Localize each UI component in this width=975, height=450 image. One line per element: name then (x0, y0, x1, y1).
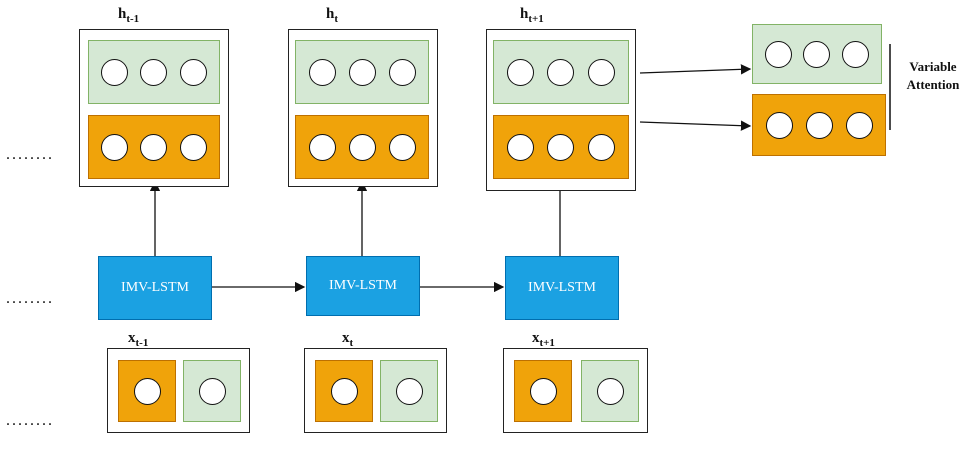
green-band (295, 40, 429, 104)
node (506, 58, 534, 86)
orange-square (315, 360, 373, 422)
hidden-state-box-1 (79, 29, 229, 187)
green-band (493, 40, 629, 104)
cell-label: IMV-LSTM (528, 280, 596, 295)
node (529, 377, 557, 405)
node (765, 111, 793, 139)
node (395, 377, 423, 405)
node (842, 40, 870, 68)
input-label-3: xt+1 (532, 330, 555, 349)
node (764, 40, 792, 68)
attention-orange-band (752, 94, 886, 156)
node (330, 377, 358, 405)
green-square (380, 360, 438, 422)
node (845, 111, 873, 139)
attention-line2: Attention (906, 77, 960, 92)
cell-label: IMV-LSTM (329, 278, 397, 293)
hidden-state-box-3 (486, 29, 636, 191)
input-label-1: xt-1 (128, 330, 149, 349)
node (179, 58, 207, 86)
node (547, 58, 575, 86)
node (547, 133, 575, 161)
green-band (88, 40, 220, 104)
ellipsis-top: ........ (6, 146, 54, 163)
node (596, 377, 624, 405)
node (140, 58, 168, 86)
hidden-state-box-2 (288, 29, 438, 187)
node (388, 58, 416, 86)
node (308, 58, 336, 86)
node (101, 58, 129, 86)
node (308, 133, 336, 161)
ellipsis-middle: ........ (6, 290, 54, 307)
node (101, 133, 129, 161)
input-box-3 (503, 348, 648, 433)
hidden-state-label-2: ht (326, 6, 339, 25)
orange-band (88, 115, 220, 179)
input-box-2 (304, 348, 447, 433)
orange-square (118, 360, 176, 422)
imv-lstm-cell-3: IMV-LSTM (505, 256, 619, 320)
input-label-2: xt (342, 330, 354, 349)
node (506, 133, 534, 161)
node (133, 377, 161, 405)
node (348, 58, 376, 86)
node (388, 133, 416, 161)
node (140, 133, 168, 161)
node (179, 133, 207, 161)
node (805, 111, 833, 139)
node (803, 40, 831, 68)
node (588, 133, 616, 161)
attention-green-band (752, 24, 882, 84)
arrow-green-to-attention (639, 64, 752, 75)
cell-label: IMV-LSTM (121, 280, 189, 295)
orange-band (493, 115, 629, 179)
attention-line1: Variable (909, 59, 957, 74)
orange-band (295, 115, 429, 179)
arrow-orange-to-attention (639, 120, 752, 131)
imv-lstm-cell-2: IMV-LSTM (306, 256, 420, 316)
input-box-1 (107, 348, 250, 433)
hidden-state-label-3: ht+1 (520, 6, 544, 25)
hidden-state-label-1: ht-1 (118, 6, 140, 25)
node (198, 377, 226, 405)
node (588, 58, 616, 86)
green-square (183, 360, 241, 422)
orange-square (514, 360, 572, 422)
node (348, 133, 376, 161)
variable-attention-label: Variable Attention (893, 58, 973, 94)
ellipsis-bottom: ........ (6, 412, 54, 429)
imv-lstm-cell-1: IMV-LSTM (98, 256, 212, 320)
green-square (581, 360, 639, 422)
